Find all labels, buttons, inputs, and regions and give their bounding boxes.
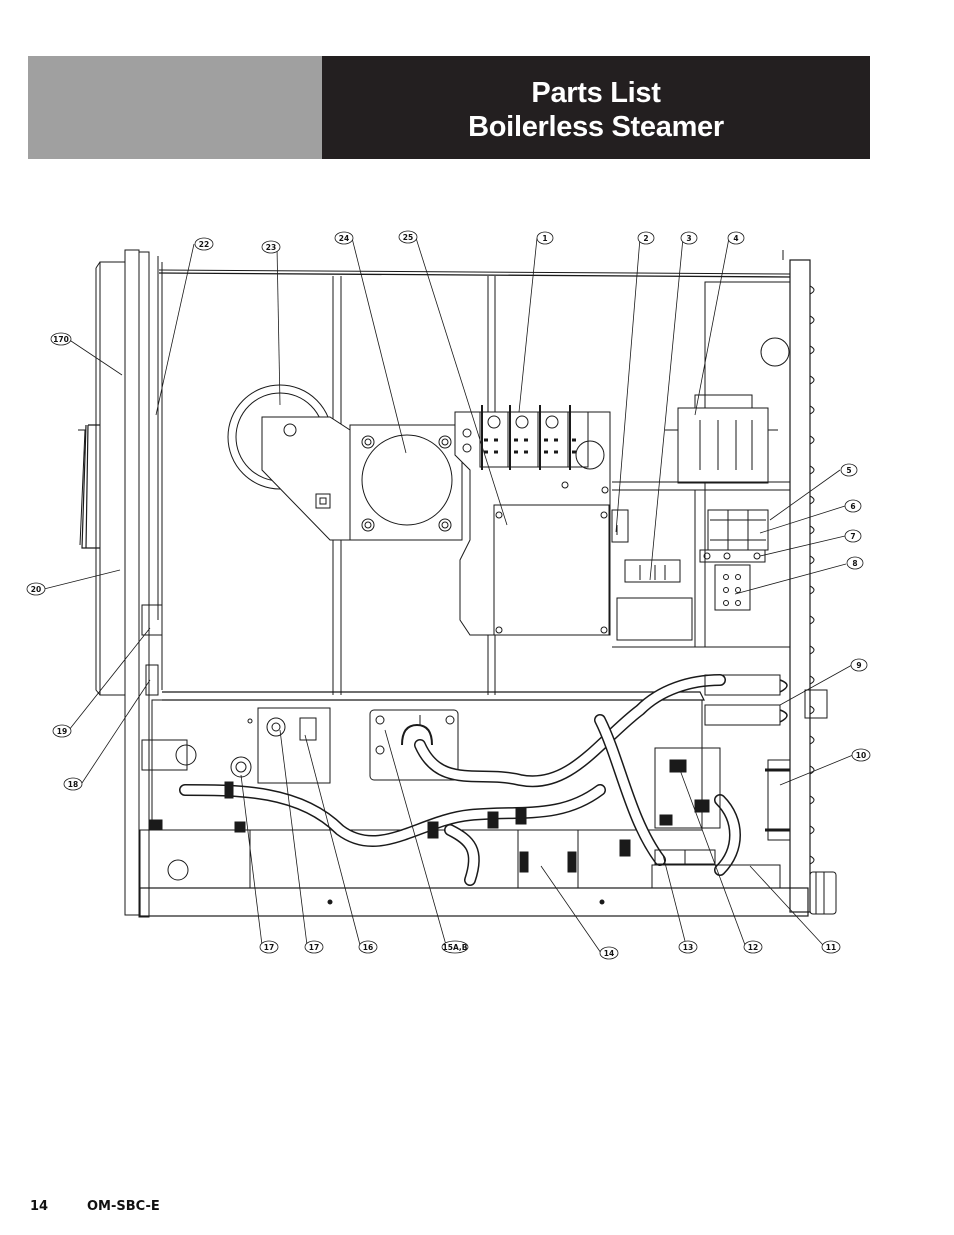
lower-plumbing <box>141 604 828 889</box>
callout-11: 11 <box>826 943 836 952</box>
callout-8: 8 <box>852 559 857 568</box>
callout-17b: 17 <box>309 943 319 952</box>
page-title-line2: Boilerless Steamer <box>468 111 724 143</box>
terminal-blocks <box>479 405 589 470</box>
callout-9: 9 <box>856 661 861 670</box>
callout-23: 23 <box>266 243 276 252</box>
callout-labels: 1 2 3 4 5 6 7 8 9 10 11 12 13 14 15A,B 1… <box>31 233 866 958</box>
callout-5: 5 <box>846 466 851 475</box>
callouts <box>26 230 871 960</box>
callout-13: 13 <box>683 943 693 952</box>
callout-15ab: 15A,B <box>443 943 468 952</box>
callout-6: 6 <box>850 502 855 511</box>
callout-3: 3 <box>686 234 691 243</box>
callout-24: 24 <box>339 234 349 243</box>
breaker-and-fuse-block <box>699 509 769 611</box>
callout-17a: 17 <box>264 943 274 952</box>
callout-12: 12 <box>748 943 758 952</box>
control-plate <box>454 405 629 636</box>
page-title-line1: Parts List <box>531 77 661 109</box>
page-title: Parts List Boilerless Steamer <box>322 76 870 144</box>
header-title-band: Parts List Boilerless Steamer <box>322 56 870 159</box>
callout-19: 19 <box>57 727 67 736</box>
page-number: 14 <box>30 1199 49 1214</box>
header-gray-band <box>28 56 322 159</box>
callout-22: 22 <box>199 240 209 249</box>
callout-1: 1 <box>542 234 547 243</box>
callout-170: 170 <box>53 335 69 344</box>
callout-4: 4 <box>733 234 738 243</box>
callout-2: 2 <box>643 234 648 243</box>
contactor-and-transformer <box>612 281 791 648</box>
callout-7: 7 <box>850 532 855 541</box>
right-panel-louvers <box>809 285 815 865</box>
blower-assembly <box>227 384 463 541</box>
callout-25: 25 <box>403 233 413 242</box>
callout-14: 14 <box>604 949 614 958</box>
callout-18: 18 <box>68 780 78 789</box>
callout-16: 16 <box>363 943 373 952</box>
document-code: OM-SBC-E <box>87 1199 160 1214</box>
callout-20: 20 <box>31 585 41 594</box>
callout-10: 10 <box>856 751 866 760</box>
